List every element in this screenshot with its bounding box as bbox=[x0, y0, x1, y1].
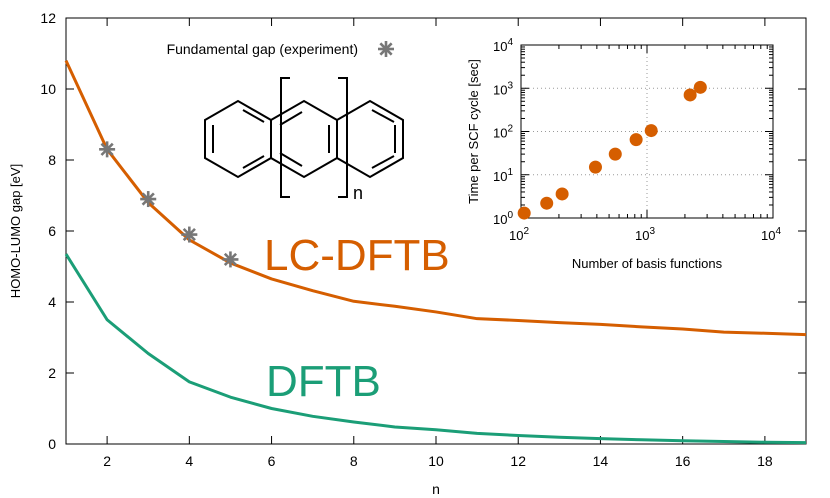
dftb-label: DFTB bbox=[266, 357, 381, 406]
inset-data-point bbox=[693, 80, 707, 94]
asterisk-stroke bbox=[182, 227, 196, 242]
y-tick-label: 10 bbox=[40, 81, 56, 97]
experiment-point bbox=[181, 226, 198, 243]
x-tick-label: 14 bbox=[593, 453, 609, 469]
inset-x-tick-label: 104 bbox=[761, 226, 781, 243]
experiment-point bbox=[222, 251, 239, 268]
experiment-point bbox=[99, 141, 116, 158]
main-plot-series bbox=[64, 59, 807, 445]
y-tick-label: 4 bbox=[48, 294, 56, 310]
inset-data-point bbox=[683, 88, 697, 102]
inset-x-tick-label: 102 bbox=[509, 226, 529, 243]
polyacene-structure bbox=[204, 77, 404, 198]
asterisk-stroke bbox=[223, 252, 238, 266]
inset-y-tick-label: 100 bbox=[493, 210, 513, 227]
inset-data-point bbox=[555, 187, 569, 201]
inset-y-tick-label: 101 bbox=[493, 167, 513, 184]
legend: Fundamental gap (experiment) bbox=[167, 41, 394, 57]
x-tick-label: 10 bbox=[428, 453, 444, 469]
x-tick-label: 16 bbox=[675, 453, 691, 469]
inset-data-point bbox=[540, 196, 554, 210]
lc-dftb-label: LC-DFTB bbox=[264, 231, 450, 280]
inset-x-axis-label: Number of basis functions bbox=[572, 256, 723, 271]
y-tick-label: 6 bbox=[48, 223, 56, 239]
inset-y-tick-label: 102 bbox=[493, 124, 513, 141]
y-tick-label: 2 bbox=[48, 365, 56, 381]
dftb-series-line bbox=[64, 253, 807, 445]
x-tick-label: 4 bbox=[185, 453, 193, 469]
x-tick-label: 2 bbox=[103, 453, 111, 469]
x-tick-label: 18 bbox=[757, 453, 773, 469]
experiment-point bbox=[140, 191, 157, 208]
x-tick-label: 12 bbox=[510, 453, 526, 469]
inset-y-tick-label: 104 bbox=[493, 37, 513, 54]
inset-data-point bbox=[644, 124, 658, 138]
legend-asterisk bbox=[378, 41, 394, 57]
y-axis-label: HOMO-LUMO gap [eV] bbox=[8, 164, 23, 298]
y-tick-label: 8 bbox=[48, 152, 56, 168]
legend-label: Fundamental gap (experiment) bbox=[167, 41, 358, 57]
y-tick-label: 0 bbox=[48, 436, 56, 452]
asterisk-stroke bbox=[100, 142, 114, 156]
legend-asterisk-marker bbox=[378, 41, 394, 57]
inset-data-point bbox=[629, 133, 643, 147]
repeat-unit-label: n bbox=[353, 183, 363, 203]
asterisk-stroke bbox=[379, 42, 393, 56]
inset-y-tick-label: 103 bbox=[493, 80, 513, 97]
asterisk-stroke bbox=[141, 192, 155, 206]
x-axis-label: n bbox=[432, 481, 440, 497]
x-tick-label: 6 bbox=[268, 453, 276, 469]
inset-y-axis-label: Time per SCF cycle [sec] bbox=[466, 59, 481, 204]
x-tick-label: 8 bbox=[350, 453, 358, 469]
inset-x-tick-label: 103 bbox=[635, 226, 655, 243]
inset-data-point bbox=[608, 147, 622, 161]
y-tick-label: 12 bbox=[40, 10, 56, 26]
inset-data-point bbox=[588, 160, 602, 174]
inset-data-point bbox=[517, 206, 531, 220]
main-plot-axes: 0 2 4 6 8 10 12 2 4 6 8 10 12 14 16 18 n HOMO-LUMO gap [e… bbox=[8, 10, 807, 497]
